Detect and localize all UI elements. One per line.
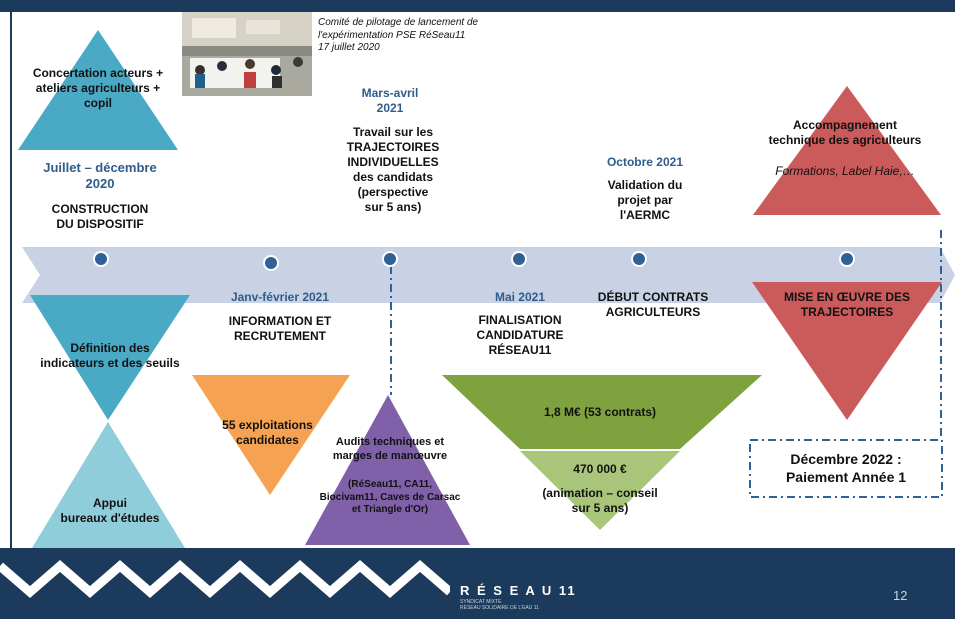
audits-sub: (RéSeau11, CA11,Biocivam11, Caves de Car… [319, 479, 461, 515]
timeline-dot-6 [839, 251, 855, 267]
timeline-dot-4 [511, 251, 527, 267]
logo-text: R É S E A U 11 [460, 583, 577, 598]
timeline-dot-3 [382, 251, 398, 267]
chevron-pattern [0, 560, 453, 598]
timeline-dot-5 [631, 251, 647, 267]
timeline-arrow [22, 247, 955, 303]
funnel-small-title: 470 000 € [573, 462, 627, 476]
triangle-candidates [192, 375, 350, 495]
triangle-concertation [18, 30, 178, 150]
concertation-text: Concertation acteurs +ateliers agriculte… [32, 66, 164, 110]
date-janv-fevrier: Janv-février 2021 [230, 290, 330, 304]
funnel-big [442, 375, 762, 449]
triangle-indicateurs [30, 295, 190, 420]
triangle-audits [305, 395, 470, 545]
payment-text: Décembre 2022 :Paiement Année 1 [785, 451, 907, 485]
page-number: 12 [893, 588, 908, 603]
date-mai: Mai 2021 [494, 290, 546, 304]
funnel-big-text: 1,8 M€ (53 contrats) [543, 405, 657, 419]
triangle-mise-en-oeuvre [752, 282, 942, 420]
meeting-photo [182, 12, 312, 96]
triangle-appui [32, 422, 185, 548]
date-octobre: Octobre 2021 [606, 155, 684, 169]
triangle-accompagnement [753, 86, 941, 215]
timeline-dot-1 [93, 251, 109, 267]
top-bar [0, 0, 955, 12]
photo-caption: Comité de pilotage de lancement de l'exp… [318, 17, 479, 53]
timeline-dot-2 [263, 255, 279, 271]
funnel-small [520, 451, 680, 530]
accompagnement-sub: Formations, Label Haie,… [775, 164, 915, 178]
payment-box [749, 439, 943, 498]
